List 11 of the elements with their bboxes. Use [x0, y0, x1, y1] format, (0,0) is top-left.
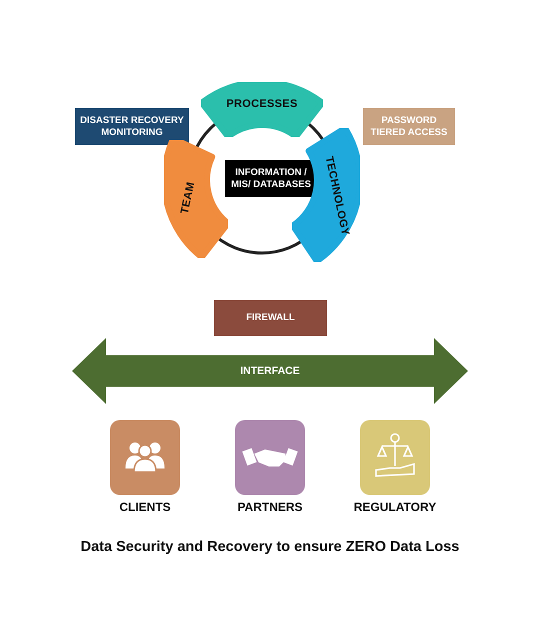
caption: Data Security and Recovery to ensure ZERO Data Loss: [80, 539, 460, 555]
text-box: FIREWALL: [214, 300, 327, 336]
text-box: PASSWORD TIERED ACCESS: [363, 108, 455, 145]
tile-label: PARTNERS: [236, 500, 304, 514]
text-box: DISASTER RECOVERY MONITORING: [75, 108, 189, 145]
segment-label: TEAM: [178, 180, 197, 215]
text-box: INFORMATION / MIS/ DATABASES: [225, 160, 317, 197]
arrow-label: INTERFACE: [240, 365, 300, 377]
segment-label: PROCESSES: [226, 98, 298, 110]
tile-label: REGULATORY: [352, 500, 438, 514]
tile-label: CLIENTS: [118, 500, 172, 514]
